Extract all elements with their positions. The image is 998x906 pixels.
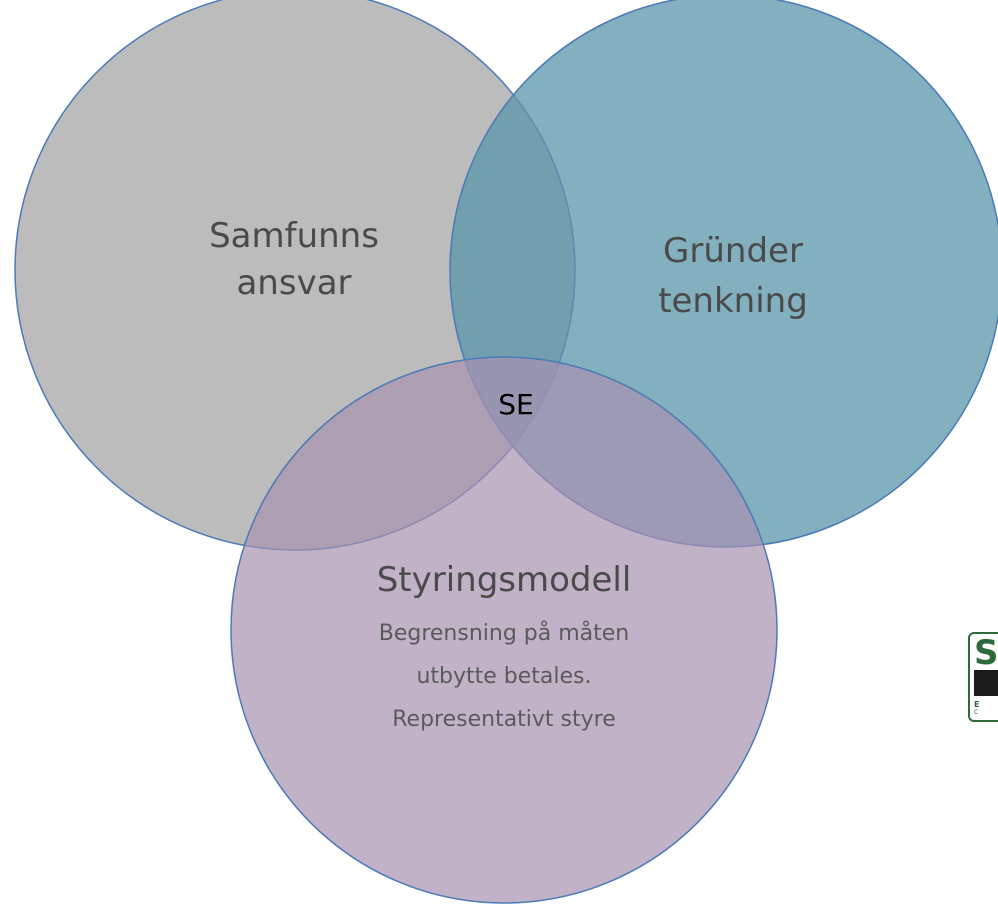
circle-styringsmodell bbox=[230, 356, 778, 904]
styringsmodell-line3: Representativt styre bbox=[392, 707, 616, 732]
logo-bar bbox=[974, 670, 998, 696]
grundertenkning-label-line2: tenkning bbox=[658, 281, 808, 321]
grundertenkning-label-line1: Gründer bbox=[663, 231, 803, 271]
samfunnsansvar-label-line1: Samfunns bbox=[209, 216, 379, 256]
logo-letter-mark: S bbox=[974, 633, 998, 673]
styringsmodell-line1: Begrensning på måten bbox=[379, 620, 630, 646]
center-label: SE bbox=[498, 388, 533, 421]
samfunnsansvar-label-line2: ansvar bbox=[236, 263, 351, 303]
se-logo-icon: S E C bbox=[968, 632, 998, 722]
styringsmodell-line2: utbytte betales. bbox=[416, 664, 591, 689]
logo-tiny-text: C bbox=[974, 709, 979, 716]
styringsmodell-title: Styringsmodell bbox=[377, 560, 632, 600]
logo-small-text: E bbox=[974, 700, 980, 709]
